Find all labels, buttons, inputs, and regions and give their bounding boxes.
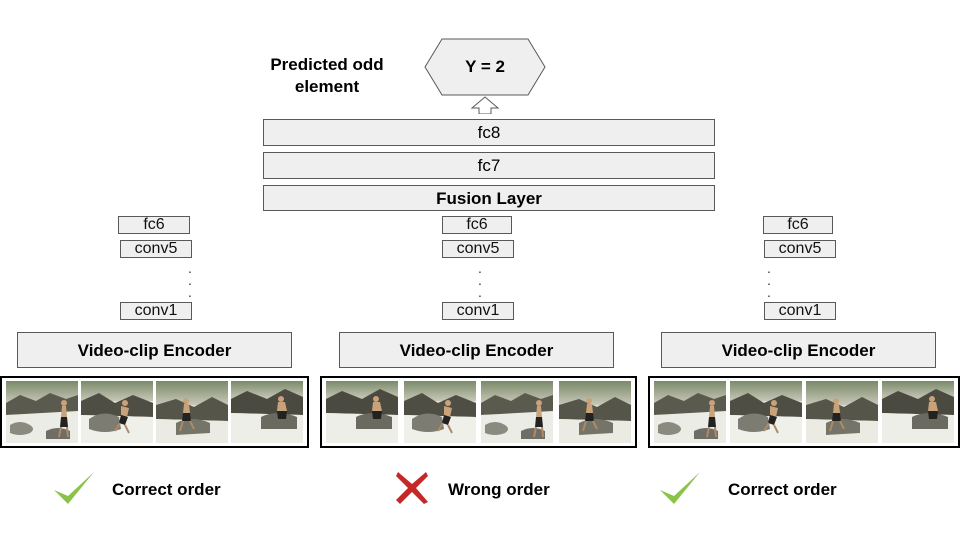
check-mark-icon — [660, 472, 700, 504]
video-frame — [559, 381, 631, 443]
ellipsis-dots: ... — [188, 260, 192, 300]
conv1-layer: conv1 — [442, 302, 514, 320]
up-arrow-icon — [470, 96, 500, 114]
ellipsis-dots: ... — [767, 260, 771, 300]
video-frame — [654, 381, 726, 443]
fusion-layer: Fusion Layer — [263, 185, 715, 211]
conv5-layer: conv5 — [764, 240, 836, 258]
conv5-layer: conv5 — [442, 240, 514, 258]
status-label: Correct order — [112, 480, 221, 499]
video-clip-encoder: Video-clip Encoder — [17, 332, 292, 368]
video-frame — [81, 381, 153, 443]
predicted-label-line1: Predicted odd — [270, 55, 384, 74]
video-frame — [481, 381, 553, 443]
cross-mark-icon — [396, 472, 428, 504]
video-frame — [730, 381, 802, 443]
predicted-label-line2: element — [294, 77, 360, 96]
video-frame — [326, 381, 398, 443]
frame-strip — [0, 376, 309, 448]
video-frame — [156, 381, 228, 443]
conv1-layer: conv1 — [764, 302, 836, 320]
fc6-layer: fc6 — [763, 216, 833, 234]
output-value: Y = 2 — [465, 57, 505, 76]
frame-strip — [648, 376, 960, 448]
conv5-layer: conv5 — [120, 240, 192, 258]
video-clip-encoder: Video-clip Encoder — [339, 332, 614, 368]
video-frame — [231, 381, 303, 443]
video-clip-encoder: Video-clip Encoder — [661, 332, 936, 368]
check-mark-icon — [54, 472, 94, 504]
fc6-layer: fc6 — [118, 216, 190, 234]
output-hexagon — [424, 38, 546, 114]
video-frame — [882, 381, 954, 443]
ellipsis-dots: ... — [478, 260, 482, 300]
video-frame — [404, 381, 476, 443]
frame-strip — [320, 376, 637, 448]
status-label: Correct order — [728, 480, 837, 499]
video-frame — [806, 381, 878, 443]
video-frame — [6, 381, 78, 443]
fc6-layer: fc6 — [442, 216, 512, 234]
fc8-layer: fc8 — [263, 119, 715, 146]
predicted-odd-element-label: Predicted odd element — [257, 54, 397, 98]
status-label: Wrong order — [448, 480, 550, 499]
conv1-layer: conv1 — [120, 302, 192, 320]
fc7-layer: fc7 — [263, 152, 715, 179]
